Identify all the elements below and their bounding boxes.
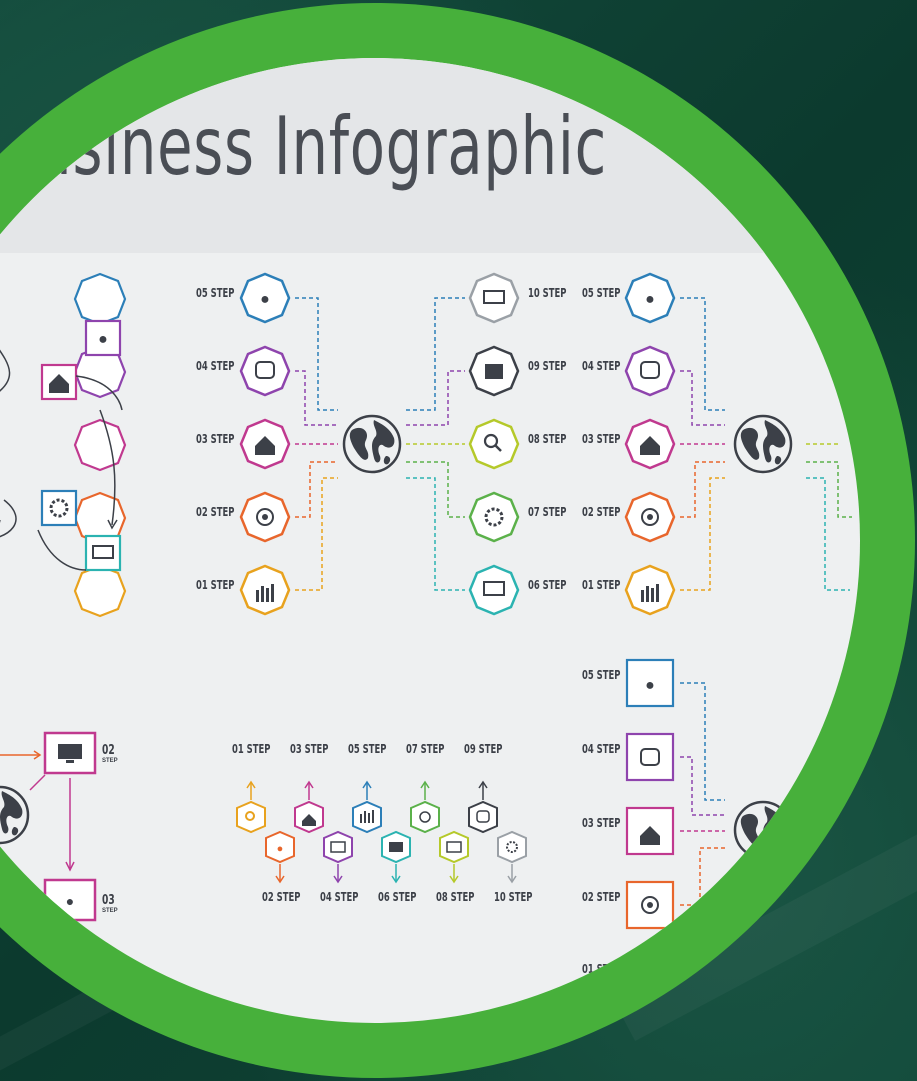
lightbulb-icon: ● bbox=[645, 291, 655, 308]
step-column-b: ● bbox=[239, 272, 291, 616]
connectors-a bbox=[295, 297, 338, 591]
infographic-artwork: ● bbox=[0, 272, 852, 930]
connectors-b bbox=[406, 297, 465, 591]
step-label: 08 STEP bbox=[436, 890, 475, 904]
step-label: 10 STEP bbox=[494, 890, 533, 904]
step-label: 05 STEP bbox=[582, 668, 621, 682]
alarm-clock-icon bbox=[640, 361, 660, 379]
home-icon bbox=[255, 436, 275, 455]
infographic-panel: Business Infographic bbox=[0, 58, 860, 1023]
step-label: 03 STEP bbox=[196, 432, 235, 446]
lightbulb-icon: ● bbox=[260, 291, 270, 308]
step-label: 05 STEP bbox=[582, 286, 621, 300]
cycle-squares: ● bbox=[37, 319, 123, 572]
step-label: 09 STEP bbox=[464, 742, 503, 756]
step-label: 04 STEP bbox=[582, 742, 621, 756]
step-label: 05 STEP bbox=[348, 742, 387, 756]
horizontal-timeline: ● bbox=[236, 780, 527, 884]
step-label: 03 STEP bbox=[582, 816, 621, 830]
target-icon bbox=[256, 508, 274, 526]
connectors-c bbox=[680, 297, 852, 591]
svg-text:●: ● bbox=[98, 331, 108, 348]
alarm-clock-icon bbox=[255, 361, 275, 379]
svg-text:●: ● bbox=[277, 843, 284, 855]
bar-chart-icon bbox=[641, 584, 659, 602]
home-icon bbox=[640, 436, 660, 455]
step-label: 06 STEP bbox=[378, 890, 417, 904]
step-label: 03 STEP bbox=[290, 742, 329, 756]
globe-icon bbox=[733, 800, 793, 860]
step-column-c bbox=[468, 272, 520, 616]
step-word: STEP bbox=[102, 758, 118, 764]
step-label: 02 STEP bbox=[582, 890, 621, 904]
step-label: 01 STEP bbox=[196, 578, 235, 592]
step-label: 01 ST bbox=[582, 962, 609, 976]
monitor-icon bbox=[483, 581, 505, 596]
svg-text:●: ● bbox=[66, 893, 74, 909]
step-number: 02 bbox=[102, 743, 115, 758]
step-column-d: ● bbox=[624, 272, 676, 616]
step-label: 02 STEP bbox=[582, 505, 621, 519]
page-title: Business Infographic bbox=[0, 100, 607, 193]
inbox-icon bbox=[485, 364, 503, 379]
step-label: 08 STEP bbox=[528, 432, 567, 446]
step-label: 06 STEP bbox=[528, 578, 567, 592]
step-label: 04 STEP bbox=[320, 890, 359, 904]
globe-icon bbox=[342, 414, 402, 474]
target-icon bbox=[641, 508, 659, 526]
globe-icon bbox=[733, 414, 793, 474]
laptop-icon bbox=[483, 290, 505, 304]
step-label: 10 STEP bbox=[528, 286, 567, 300]
step-word: STEP bbox=[102, 908, 118, 914]
title-band bbox=[0, 58, 860, 253]
step-number: 03 bbox=[102, 893, 115, 908]
step-label: 09 STEP bbox=[528, 359, 567, 373]
step-label: 04 STEP bbox=[196, 359, 235, 373]
search-icon bbox=[483, 433, 499, 449]
step-label: 02 STEP bbox=[196, 505, 235, 519]
step-label: 01 STEP bbox=[232, 742, 271, 756]
globe-icon bbox=[0, 785, 30, 845]
step-label: 02 STEP bbox=[262, 890, 301, 904]
cycle-diagram-top-left bbox=[0, 349, 17, 538]
step-label: 04 STEP bbox=[582, 359, 621, 373]
step-label: 07 STEP bbox=[528, 505, 567, 519]
square-column-bottom-right: ● bbox=[625, 658, 793, 930]
bar-chart-icon bbox=[256, 584, 274, 602]
step-label: 07 STEP bbox=[406, 742, 445, 756]
green-ring-frame: Business Infographic bbox=[0, 3, 915, 1078]
gear-icon bbox=[484, 507, 504, 527]
step-label: 01 STEP bbox=[582, 578, 621, 592]
bottom-left-diagram: ● bbox=[0, 731, 97, 922]
svg-text:●: ● bbox=[645, 677, 655, 694]
step-label: 03 STEP bbox=[582, 432, 621, 446]
step-label: 05 STEP bbox=[196, 286, 235, 300]
